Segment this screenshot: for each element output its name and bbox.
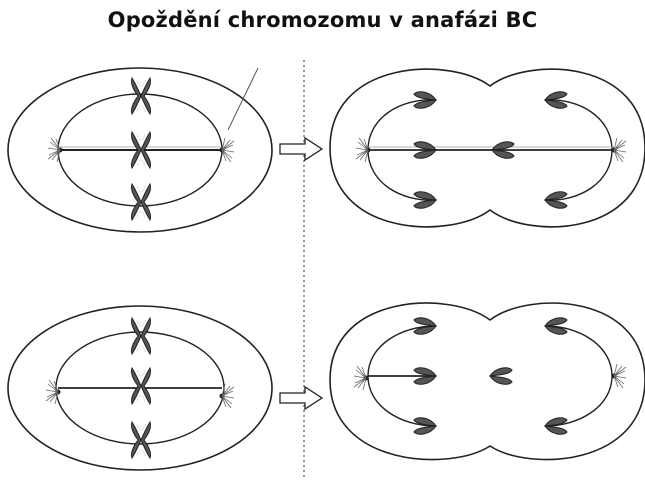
centrosome-right-icon xyxy=(611,363,627,389)
chromosome xyxy=(131,367,151,405)
cell-bottom-right xyxy=(329,302,645,461)
chromosome xyxy=(131,421,151,459)
arrow-top-icon xyxy=(279,136,324,162)
chromosome xyxy=(131,317,151,355)
centrosome-right-icon xyxy=(611,137,627,163)
cell-top-right xyxy=(329,68,645,228)
arrow-bottom-icon xyxy=(279,385,324,411)
centrosome-left-icon xyxy=(47,137,63,163)
cell-bottom-left xyxy=(7,305,273,471)
lagging-chromatid xyxy=(489,367,513,385)
pointer-line xyxy=(227,67,259,131)
cell-membrane xyxy=(329,302,645,461)
chromosome xyxy=(131,183,151,221)
diagram-title: Opoždění chromozomu v anafázi BC xyxy=(107,8,538,32)
centrosome-left-icon xyxy=(353,365,369,391)
chromosome xyxy=(131,77,151,115)
cell-membrane xyxy=(7,67,273,233)
spindle-outline xyxy=(544,325,613,427)
cell-top-left xyxy=(7,67,273,233)
cell-membrane xyxy=(329,68,645,228)
cell-membrane xyxy=(7,305,273,471)
